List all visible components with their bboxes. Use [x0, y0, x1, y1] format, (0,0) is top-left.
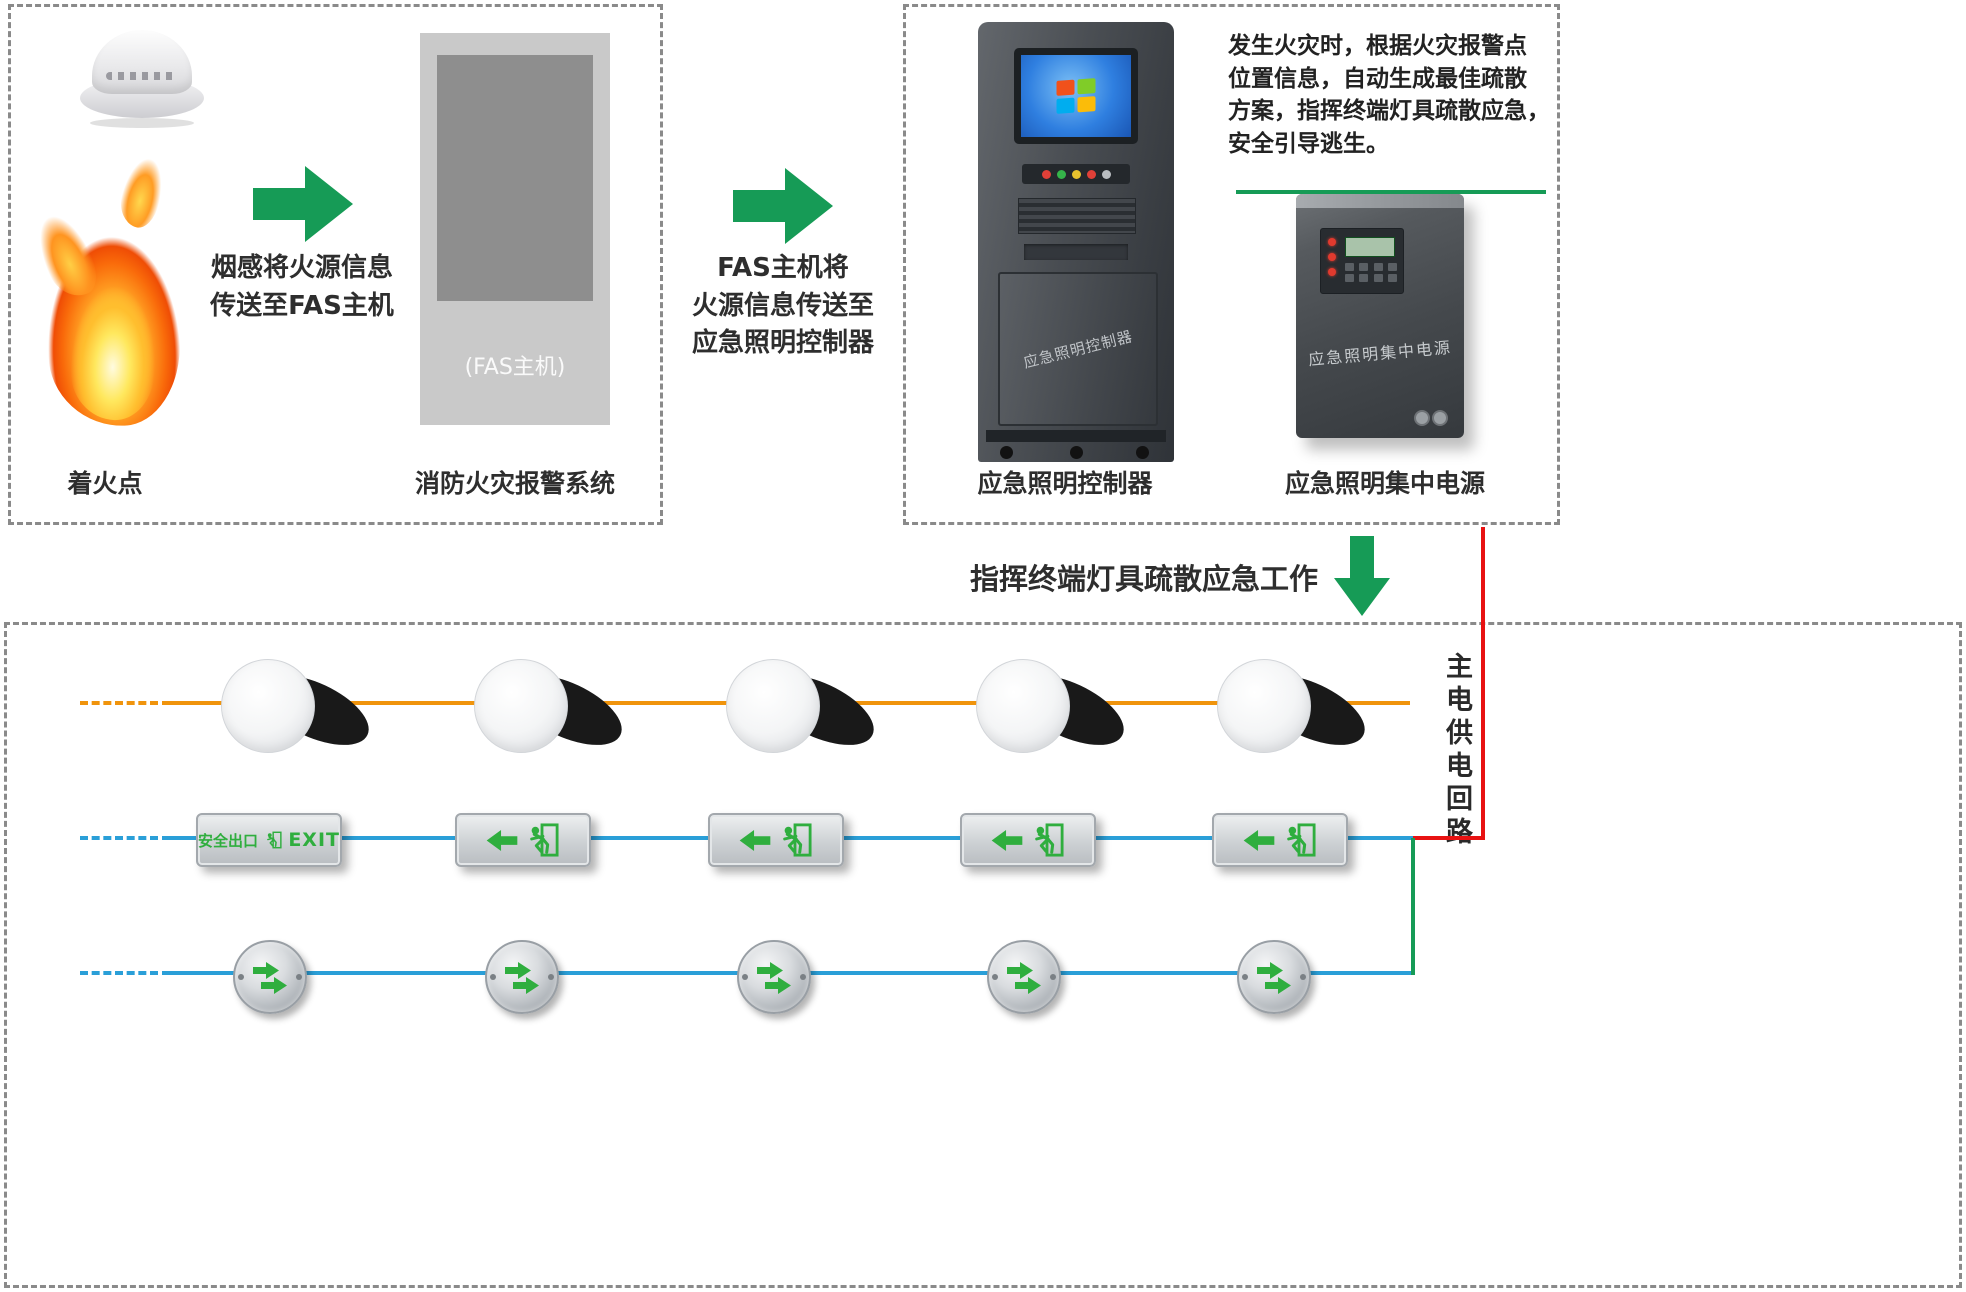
running-man-icon	[1287, 823, 1316, 857]
fas-host-tag: (FAS主机)	[464, 355, 566, 380]
left-arrow-icon	[486, 829, 518, 851]
arrow-down-icon	[1334, 536, 1390, 616]
ceiling-lamp	[221, 659, 379, 760]
exit-sign	[708, 813, 844, 867]
smoke-detector-shadow	[90, 118, 194, 128]
running-man-icon	[783, 823, 812, 857]
fas-host-panel: (FAS主机)	[420, 33, 610, 425]
fire-flame	[17, 126, 194, 434]
ceiling-lamp	[474, 659, 632, 760]
central-power-supply-box: 应急照明集中电源	[1296, 194, 1464, 438]
running-man-icon	[267, 831, 282, 849]
cabinet-monitor	[1014, 48, 1138, 144]
direction-arrows-icon	[1007, 962, 1041, 994]
evacuation-description: 发生火灾时，根据火灾报警点 位置信息，自动生成最佳疏散 方案，指挥终端灯具疏散应…	[1228, 33, 1550, 157]
floor-guide-light	[987, 940, 1061, 1014]
cabinet-vent-grille	[1018, 198, 1136, 234]
exit-sign	[1212, 813, 1348, 867]
exit-sign	[455, 813, 591, 867]
stage1-caption: 烟感将火源信息 传送至FAS主机	[210, 253, 394, 321]
exit-sign-main: 安全出口 EXIT	[196, 813, 342, 867]
left-arrow-icon	[991, 829, 1023, 851]
cabinet-device-text: 应急照明控制器	[1021, 327, 1135, 372]
cabinet-screen	[1021, 55, 1131, 137]
left-arrow-icon	[1243, 829, 1275, 851]
running-man-icon	[1035, 823, 1064, 857]
floor-guide-light	[485, 940, 559, 1014]
main-power-label: 主电供电回路	[1441, 652, 1472, 850]
main-power-feed-horizontal	[1413, 836, 1485, 840]
smoke-detector-vents	[106, 72, 178, 80]
terminal-devices-box	[4, 622, 1962, 1288]
powerbox-display	[1345, 237, 1395, 257]
floor-guide-light	[233, 940, 307, 1014]
floor-guide-light	[737, 940, 811, 1014]
ceiling-lamp	[1217, 659, 1375, 760]
smoke-detector-dome	[92, 30, 192, 94]
floor-guide-light	[1237, 940, 1311, 1014]
arrow-right-icon	[253, 166, 353, 242]
main-power-feed-vertical	[1481, 527, 1485, 840]
fas-system-label: 消防火灾报警系统	[414, 469, 615, 498]
power-supply-label: 应急照明集中电源	[1284, 469, 1485, 498]
cabinet-door: 应急照明控制器	[998, 272, 1158, 426]
lamp-circuit-dashed	[80, 701, 158, 705]
powerbox-buttons	[1345, 263, 1399, 282]
direction-arrows-icon	[505, 962, 539, 994]
powerbox-top-edge	[1296, 194, 1464, 208]
exit-sign-en-text: EXIT	[288, 829, 340, 851]
command-caption: 指挥终端灯具疏散应急工作	[970, 562, 1319, 596]
fas-host-screen	[437, 55, 593, 301]
exit-sign	[960, 813, 1096, 867]
fire-detection-box	[8, 4, 663, 525]
flow-caption: FAS主机将 火源信息传送至 应急照明控制器	[691, 253, 874, 359]
exit-sign-cn-text: 安全出口	[198, 831, 259, 850]
direction-arrows-icon	[1257, 962, 1291, 994]
ceiling-lamp	[726, 659, 884, 760]
direction-arrows-icon	[253, 962, 287, 994]
left-arrow-icon	[739, 829, 771, 851]
floor-light-circuit-dashed	[80, 971, 158, 975]
powerbox-control-panel	[1320, 228, 1404, 294]
description-underline	[1236, 190, 1546, 194]
running-man-icon	[530, 823, 559, 857]
circuit-link-vertical	[1411, 838, 1415, 975]
powerbox-device-text: 应急照明集中电源	[1307, 337, 1453, 370]
cabinet-slot	[1024, 244, 1128, 260]
cabinet-indicator-buttons	[1022, 164, 1130, 184]
windows-logo-icon	[1056, 78, 1096, 114]
ceiling-lamp	[976, 659, 1134, 760]
exit-sign-circuit-dashed	[80, 836, 158, 840]
controller-label: 应急照明控制器	[977, 469, 1153, 498]
smoke-detector	[80, 30, 204, 128]
control-equipment-box	[903, 4, 1560, 525]
lighting-controller-cabinet: 应急照明控制器	[978, 22, 1174, 462]
direction-arrows-icon	[757, 962, 791, 994]
fire-point-label: 着火点	[67, 469, 143, 498]
arrow-right-icon	[733, 168, 833, 244]
cabinet-base	[986, 430, 1166, 442]
